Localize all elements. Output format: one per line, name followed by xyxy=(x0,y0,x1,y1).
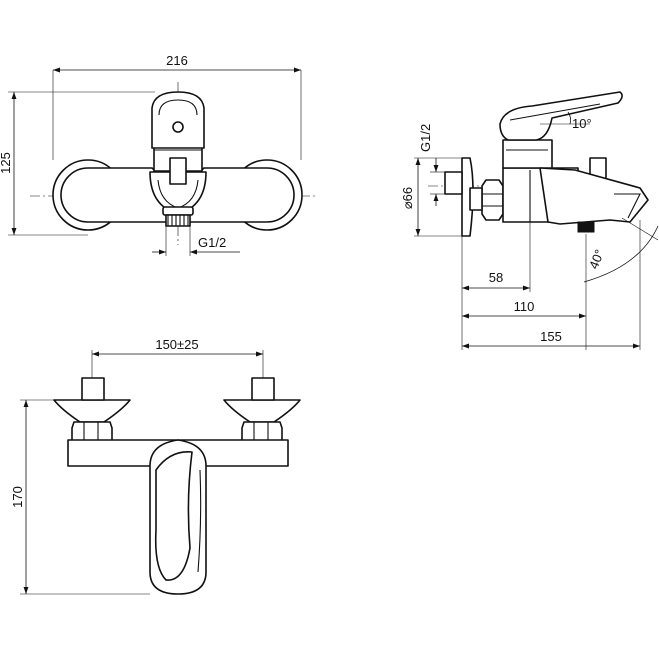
dim-side-depth-1: 58 xyxy=(462,222,531,292)
side-spout-angle-arc xyxy=(583,225,659,283)
dim-side-depth-3: 155 xyxy=(462,329,640,349)
front-lever-screw xyxy=(172,121,184,133)
label-side-depth-2: 110 xyxy=(514,299,535,314)
side-lever-neck xyxy=(502,139,553,169)
front-outlet-nut xyxy=(162,206,194,227)
dim-side-diameter: ⌀66 xyxy=(400,157,462,237)
top-left-connector xyxy=(53,377,131,447)
side-connector-stub xyxy=(469,187,483,211)
label-side-spout-angle: 40° xyxy=(586,247,607,271)
label-front-width: 216 xyxy=(166,53,188,68)
label-side-thread: G1/2 xyxy=(418,124,433,152)
dim-front-thread: G1/2 xyxy=(152,226,240,256)
label-side-diameter: ⌀66 xyxy=(400,187,415,209)
top-right-connector xyxy=(223,377,301,447)
front-diverter-knob xyxy=(169,157,187,185)
label-side-depth-1: 58 xyxy=(489,270,503,285)
side-hex-nut xyxy=(481,179,504,221)
dim-side-depth-2: 110 xyxy=(462,299,586,319)
dim-side-thread: G1/2 xyxy=(418,124,445,206)
label-top-centers: 150±25 xyxy=(155,337,198,352)
label-side-lever-angle: 10° xyxy=(572,116,592,131)
side-view: 10° 40° G1/2 ⌀66 58 110 xyxy=(400,91,659,350)
dim-side-lever-angle: 10° xyxy=(540,111,592,131)
dim-front-height: 125 xyxy=(0,91,155,236)
front-view: 216 125 G1/2 xyxy=(0,53,318,256)
label-top-height: 170 xyxy=(10,486,25,508)
side-wall-connector xyxy=(444,171,463,195)
label-front-thread: G1/2 xyxy=(198,235,226,250)
side-aerator xyxy=(577,221,595,233)
dim-top-height: 170 xyxy=(10,399,150,595)
front-lever-handle xyxy=(151,91,205,149)
label-front-height: 125 xyxy=(0,152,13,174)
dim-top-centers: 150±25 xyxy=(91,337,264,378)
top-view: 150±25 170 xyxy=(10,337,301,595)
label-side-depth-3: 155 xyxy=(540,329,562,344)
side-lever-handle xyxy=(499,91,623,141)
dim-front-width: 216 xyxy=(52,53,302,160)
side-spout xyxy=(539,167,649,225)
